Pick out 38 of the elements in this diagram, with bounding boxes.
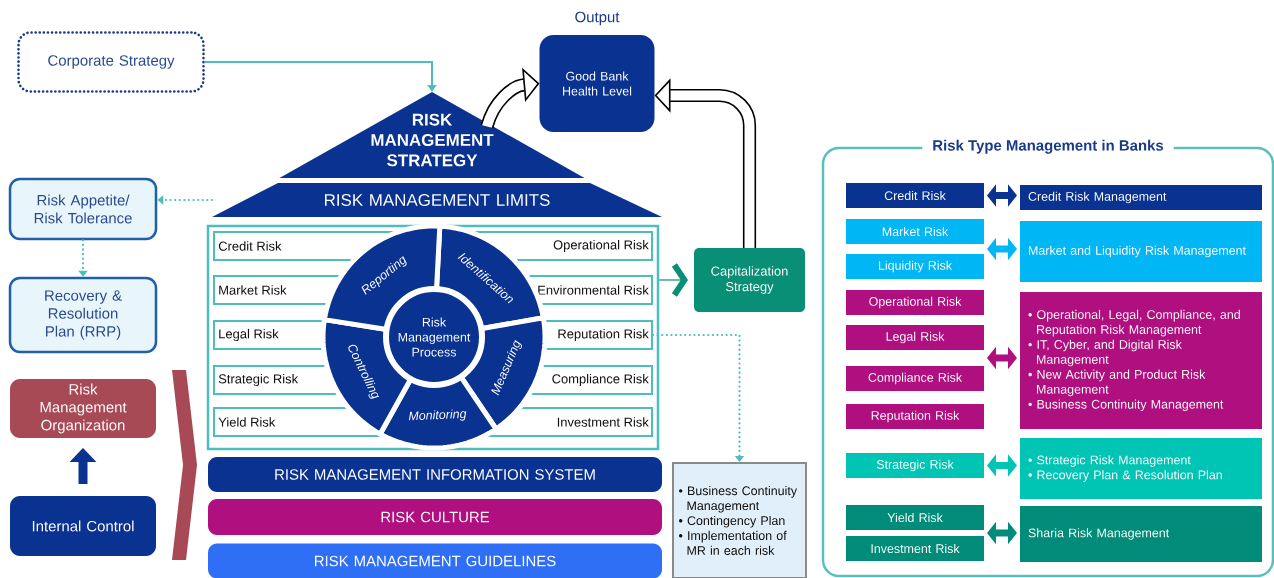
double-arrow: [987, 237, 1017, 261]
risk-type-box: Liquidity Risk: [846, 254, 984, 279]
risk-type-box: Yield Risk: [846, 505, 984, 530]
risk-management-box: Credit Risk Management: [1020, 185, 1262, 210]
outline-arrow: [480, 67, 540, 129]
rounded-box: Risk Appetite/ Risk Tolerance: [8, 177, 158, 241]
foundation-bar: RISK CULTURE: [208, 499, 662, 535]
box-heading: Output: [575, 11, 620, 26]
dotted-arrow: [651, 333, 745, 462]
risk-type-box: Compliance Risk: [846, 366, 984, 391]
risk-management-box: • Operational, Legal, Compliance, and Reputation Risk Management • IT, Cyber, and Digital Risk Management • New Activity and Product Risk Management • Business Continuity Management: [1020, 292, 1262, 429]
double-arrow: [987, 521, 1017, 545]
foundation-bar: RISK MANAGEMENT GUIDELINES: [208, 543, 662, 578]
arrow: [203, 61, 437, 92]
risk-type-box: Market Risk: [846, 219, 984, 244]
rounded-box: Recovery & Resolution Plan (RRP): [8, 276, 158, 354]
control-box: Internal Control: [10, 496, 156, 556]
chevron-bracket: [172, 370, 197, 560]
foundation-bar: RISK MANAGEMENT INFORMATION SYSTEM: [208, 457, 662, 492]
organization-box: Risk Management Organization: [10, 379, 156, 438]
risk-type-box: Strategic Risk: [846, 453, 984, 478]
double-arrow: [987, 184, 1017, 207]
double-arrow: [987, 454, 1017, 477]
risk-management-box: Market and Liquidity Risk Management: [1020, 221, 1262, 282]
output-box: Good Bank Health Level: [539, 35, 655, 132]
limits-band: RISK MANAGEMENT LIMITS: [212, 183, 662, 217]
double-arrow: [987, 346, 1017, 370]
risk-type-box: Operational Risk: [846, 290, 984, 315]
dotted-box: Corporate Strategy: [17, 31, 205, 93]
note-box: • Business Continuity Management • Contingency Plan • Implementation of MR in each risk: [672, 462, 807, 578]
frame-box: [206, 224, 660, 451]
strategy-box: Capitalization Strategy: [694, 248, 805, 312]
risk-management-box: • Strategic Risk Management • Recovery Plan & Resolution Plan: [1020, 438, 1262, 499]
risk-type-box: Legal Risk: [846, 325, 984, 350]
risk-management-box: Sharia Risk Management: [1020, 506, 1262, 562]
risk-type-box: Investment Risk: [846, 536, 984, 561]
risk-type-box: Reputation Risk: [846, 404, 984, 429]
risk-type-box: Credit Risk: [846, 183, 984, 208]
